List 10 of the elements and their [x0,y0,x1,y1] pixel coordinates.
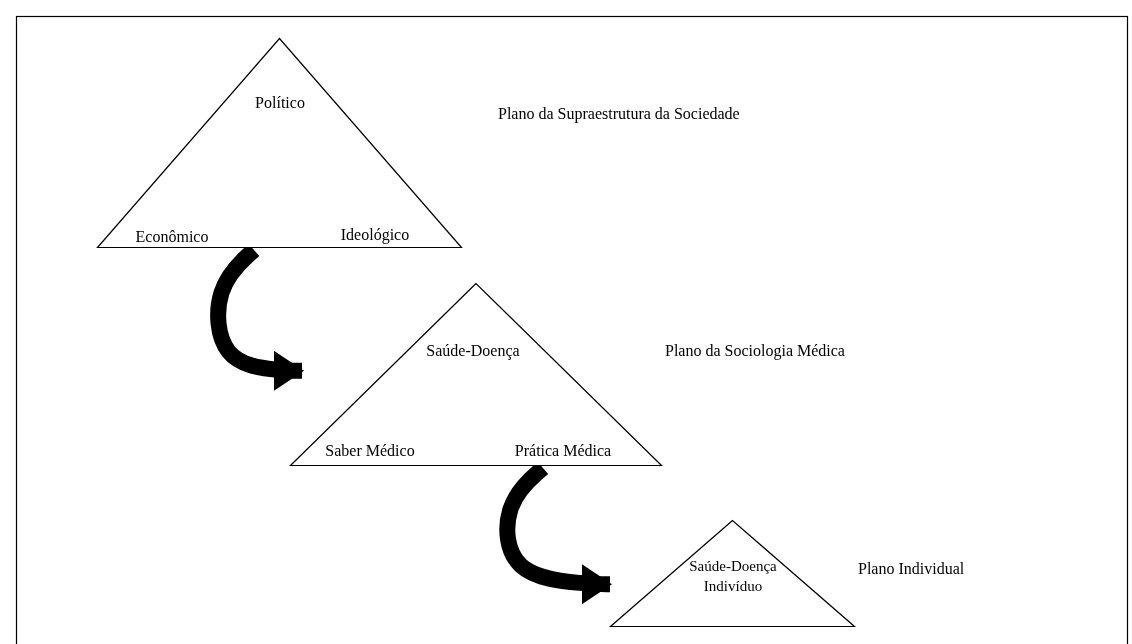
triangle-label: Político [255,93,305,113]
plane-label: Plano Individual [858,560,965,578]
plane-label: Plano da Sociologia Médica [665,342,845,360]
triangle-label: Saúde-Doença Indivíduo [688,557,778,596]
triangle-label: Ideológico [340,225,410,246]
triangle-label: Prática Médica [514,441,612,461]
triangle-label: Econômico [135,227,209,247]
triangle-label: Saber Médico [325,441,415,461]
plane-label: Plano da Supraestrutura da Sociedade [498,105,740,123]
triangle-label: Saúde-Doença [426,341,520,362]
